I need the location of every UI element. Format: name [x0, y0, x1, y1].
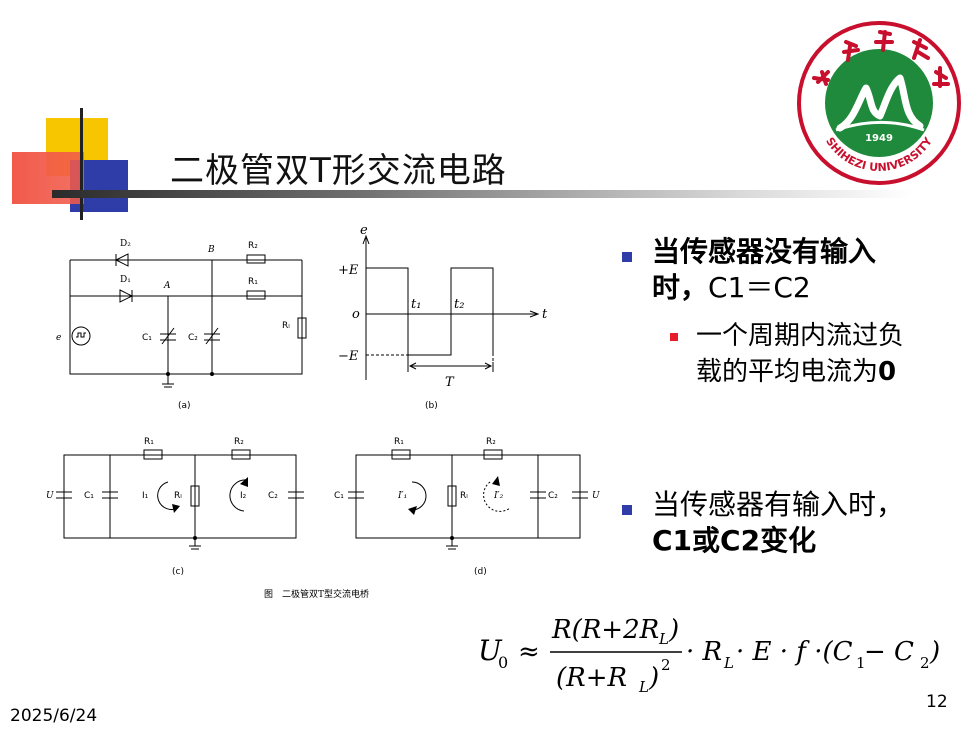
sub-bullet-square-icon — [670, 333, 678, 341]
bullet-text-part: 当传感器有输入时， — [652, 488, 905, 521]
formula-rest-a-sub: L — [723, 654, 734, 672]
label-c2-a: C₂ — [188, 333, 198, 343]
label-rl-d: Rₗ — [460, 491, 468, 501]
formula-lhs: U — [478, 634, 503, 667]
label-r1-d: R₁ — [394, 437, 404, 447]
bullet-text-part: 当传感器没有输入时， — [652, 235, 877, 304]
formula-minus: − C — [864, 637, 914, 667]
circuit-a — [69, 253, 307, 388]
label-r1-a: R₁ — [248, 277, 258, 287]
label-plus-e: +E — [338, 263, 359, 278]
label-i1p-d: I′₁ — [397, 491, 407, 501]
label-t1: t₁ — [411, 297, 421, 312]
bullet-text: 当传感器没有输入时，C1＝C2 — [652, 234, 922, 306]
label-c2-c: C₂ — [268, 491, 278, 501]
formula-approx: ≈ — [518, 637, 540, 667]
bullet-text-part: C1或C2变化 — [652, 524, 817, 557]
formula-close: ) — [929, 637, 940, 667]
circuit-d — [348, 449, 588, 550]
sub-bullet-text: 一个周期内流过负载的平均电流为0 — [696, 318, 922, 390]
bullet-item: 当传感器有输入时，C1或C2变化 — [622, 487, 922, 559]
formula-num-sub: L — [658, 630, 669, 648]
label-t-axis: t — [542, 307, 548, 322]
sub-label-d: (d) — [474, 567, 487, 577]
formula-numerator: R(R+2R — [551, 615, 659, 645]
label-u-c: U — [46, 491, 54, 501]
figure-caption: 图 二极管双T型交流电桥 — [264, 588, 369, 600]
label-minus-e: −E — [338, 349, 359, 364]
formula-den-close: ) — [648, 663, 659, 693]
formula-denominator: (R+R — [556, 663, 627, 693]
slide-date: 2025/6/24 — [10, 706, 98, 726]
label-c2-d: C₂ — [548, 491, 558, 501]
label-c1-a: C₁ — [142, 333, 152, 343]
sub-bullet-text-part: 一个周期内流过负载的平均电流为 — [696, 321, 905, 387]
title-underline — [52, 190, 912, 198]
sub-bullet-item: 一个周期内流过负载的平均电流为0 — [670, 318, 922, 390]
label-r2-d: R₂ — [486, 437, 496, 447]
label-e-source: e — [56, 333, 61, 343]
label-period: T — [445, 375, 455, 390]
bullet-group-no-input: 当传感器没有输入时，C1＝C2 一个周期内流过负载的平均电流为0 — [622, 234, 922, 390]
label-i2p-d: I′₂ — [493, 491, 504, 501]
bullet-item: 当传感器没有输入时，C1＝C2 — [622, 234, 922, 306]
sub-label-c: (c) — [172, 567, 184, 577]
page-number: 12 — [926, 692, 948, 712]
label-i2-c: I₂ — [240, 491, 247, 501]
formula-rest-a: · R — [686, 637, 722, 667]
formula-c2-sub: 2 — [920, 654, 930, 672]
bullet-square-icon — [622, 505, 632, 515]
waveform-b — [362, 234, 540, 380]
label-r1-c: R₁ — [144, 437, 154, 447]
mountain-base-line — [835, 121, 925, 132]
label-r2-c: R₂ — [234, 437, 244, 447]
label-i1-c: I₁ — [142, 491, 149, 501]
bullet-text-part: C1＝C2 — [708, 271, 811, 304]
label-d1: D₁ — [120, 275, 131, 285]
bullet-square-icon — [622, 252, 632, 262]
label-node-b: B — [207, 245, 215, 255]
circuit-c — [56, 449, 304, 550]
label-rl-c: Rₗ — [174, 491, 182, 501]
label-t2: t₂ — [454, 297, 464, 312]
formula-num-close: ) — [668, 615, 679, 645]
formula-c1-sub: 1 — [856, 654, 866, 672]
label-c1-d: C₁ — [334, 491, 344, 501]
formula-rest-b: · E · f ·(C — [736, 637, 853, 667]
output-voltage-formula: U 0 ≈ R(R+2R L ) (R+R L ) 2 · R L · E · … — [478, 615, 940, 696]
circuit-figure: D₂ D₁ B A R₂ R₁ Rₗ C₁ C₂ e (a) e +E −E o… — [46, 223, 600, 600]
label-r2-a: R₂ — [248, 241, 258, 251]
seal-chinese-name — [812, 30, 950, 88]
label-node-a: A — [163, 281, 171, 291]
sub-label-a: (a) — [178, 401, 191, 411]
mountain-icon — [836, 74, 924, 132]
bullet-text: 当传感器有输入时，C1或C2变化 — [652, 487, 922, 559]
seal-green-disc — [825, 49, 933, 157]
seal-year: 1949 — [865, 133, 893, 144]
sub-label-b: (b) — [425, 401, 438, 411]
university-seal: 1949 SHIHEZI UNIVERSITY — [797, 21, 961, 185]
slide-title: 二极管双T形交流电路 — [170, 151, 507, 191]
formula-lhs-sub: 0 — [498, 653, 508, 672]
sub-bullet-text-part: 0 — [878, 357, 897, 387]
formula-den-exp: 2 — [661, 656, 671, 674]
label-c1-c: C₁ — [84, 491, 94, 501]
formula-den-sub: L — [638, 678, 649, 696]
label-u-d: U — [592, 491, 600, 501]
deco-vertical-line — [80, 108, 83, 220]
label-origin: o — [352, 307, 360, 322]
label-e-axis: e — [360, 223, 368, 238]
label-rl-a: Rₗ — [282, 321, 290, 331]
bullet-group-with-input: 当传感器有输入时，C1或C2变化 — [622, 487, 922, 559]
label-d2: D₂ — [120, 239, 131, 249]
